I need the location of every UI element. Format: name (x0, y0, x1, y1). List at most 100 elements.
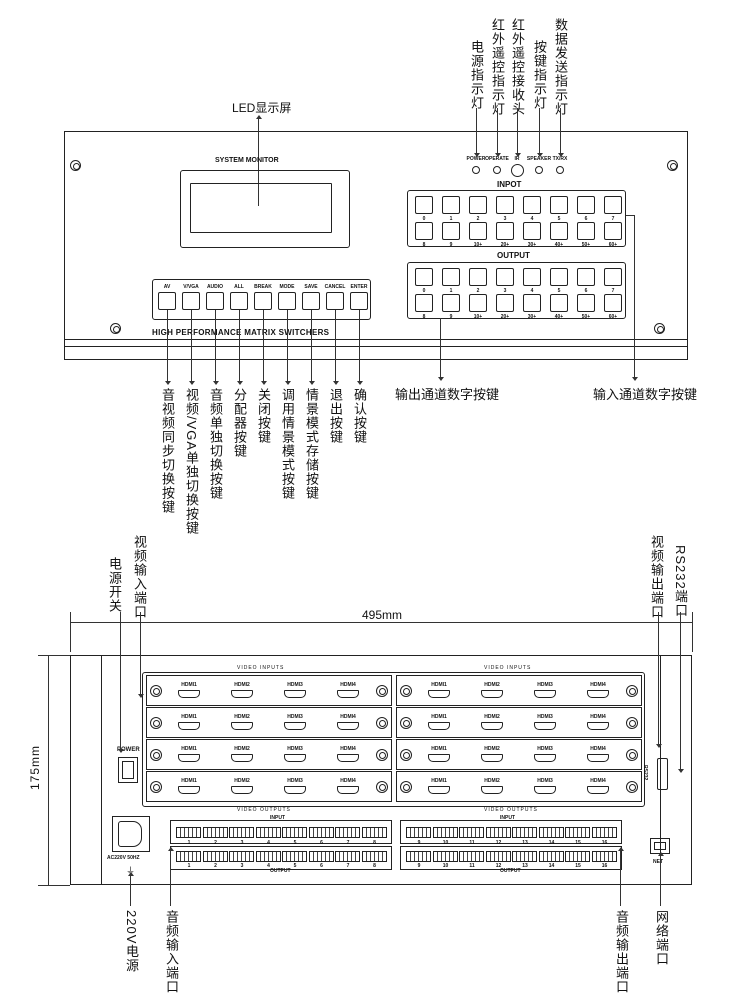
power-switch[interactable] (118, 757, 138, 783)
audio-output-terminal[interactable] (308, 851, 334, 862)
card-thumbscrew-icon[interactable] (400, 749, 412, 761)
hdmi-port[interactable] (428, 786, 450, 794)
hdmi-port[interactable] (284, 722, 306, 730)
hdmi-port[interactable] (337, 786, 359, 794)
audio-output-terminal[interactable] (282, 851, 307, 862)
audio-input-terminal[interactable] (565, 827, 590, 838)
audio-output-terminal[interactable] (512, 851, 537, 862)
hdmi-port[interactable] (284, 754, 306, 762)
function-key-audio[interactable] (206, 292, 224, 310)
card-thumbscrew-icon[interactable] (400, 685, 412, 697)
hdmi-port[interactable] (337, 754, 359, 762)
hdmi-port[interactable] (428, 754, 450, 762)
hdmi-port[interactable] (178, 786, 200, 794)
output-key-9[interactable] (442, 294, 460, 312)
hdmi-port[interactable] (587, 786, 609, 794)
input-key-4[interactable] (523, 196, 541, 214)
rs232-port[interactable] (657, 758, 668, 790)
input-key-0[interactable] (415, 196, 433, 214)
output-key-20+[interactable] (496, 294, 514, 312)
card-thumbscrew-icon[interactable] (376, 781, 388, 793)
audio-input-terminal[interactable] (591, 827, 617, 838)
output-key-60+[interactable] (604, 294, 622, 312)
hdmi-port[interactable] (587, 690, 609, 698)
hdmi-port[interactable] (587, 722, 609, 730)
output-key-0[interactable] (415, 268, 433, 286)
function-key-cancel[interactable] (326, 292, 344, 310)
hdmi-port[interactable] (284, 690, 306, 698)
hdmi-port[interactable] (178, 722, 200, 730)
hdmi-port[interactable] (231, 722, 253, 730)
hdmi-port[interactable] (231, 786, 253, 794)
audio-input-terminal[interactable] (361, 827, 387, 838)
hdmi-port[interactable] (428, 722, 450, 730)
card-thumbscrew-icon[interactable] (150, 781, 162, 793)
input-key-8[interactable] (415, 222, 433, 240)
function-key-mode[interactable] (278, 292, 296, 310)
input-key-10+[interactable] (469, 222, 487, 240)
audio-input-terminal[interactable] (308, 827, 334, 838)
card-thumbscrew-icon[interactable] (150, 685, 162, 697)
input-key-7[interactable] (604, 196, 622, 214)
output-key-6[interactable] (577, 268, 595, 286)
hdmi-port[interactable] (481, 690, 503, 698)
audio-output-terminal[interactable] (335, 851, 360, 862)
card-thumbscrew-icon[interactable] (400, 717, 412, 729)
hdmi-port[interactable] (337, 690, 359, 698)
audio-input-terminal[interactable] (335, 827, 360, 838)
function-key-all[interactable] (230, 292, 248, 310)
audio-input-terminal[interactable] (432, 827, 458, 838)
audio-output-terminal[interactable] (202, 851, 228, 862)
function-key-save[interactable] (302, 292, 320, 310)
card-thumbscrew-icon[interactable] (376, 685, 388, 697)
output-key-30+[interactable] (523, 294, 541, 312)
audio-input-terminal[interactable] (202, 827, 228, 838)
audio-output-terminal[interactable] (538, 851, 564, 862)
ac-power-socket[interactable] (112, 816, 150, 852)
audio-input-terminal[interactable] (485, 827, 511, 838)
audio-output-terminal[interactable] (176, 851, 201, 862)
output-key-4[interactable] (523, 268, 541, 286)
audio-input-terminal[interactable] (255, 827, 281, 838)
hdmi-port[interactable] (534, 722, 556, 730)
audio-input-terminal[interactable] (459, 827, 484, 838)
hdmi-port[interactable] (534, 690, 556, 698)
input-key-60+[interactable] (604, 222, 622, 240)
card-thumbscrew-icon[interactable] (150, 749, 162, 761)
card-thumbscrew-icon[interactable] (376, 749, 388, 761)
card-thumbscrew-icon[interactable] (626, 717, 638, 729)
audio-input-terminal[interactable] (512, 827, 537, 838)
audio-input-terminal[interactable] (406, 827, 431, 838)
input-key-2[interactable] (469, 196, 487, 214)
hdmi-port[interactable] (178, 754, 200, 762)
input-key-9[interactable] (442, 222, 460, 240)
function-key-break[interactable] (254, 292, 272, 310)
hdmi-port[interactable] (337, 722, 359, 730)
hdmi-port[interactable] (231, 754, 253, 762)
audio-output-terminal[interactable] (229, 851, 254, 862)
input-key-5[interactable] (550, 196, 568, 214)
input-key-40+[interactable] (550, 222, 568, 240)
hdmi-port[interactable] (481, 786, 503, 794)
audio-output-terminal[interactable] (406, 851, 431, 862)
audio-input-terminal[interactable] (282, 827, 307, 838)
function-key-v-vga[interactable] (182, 292, 200, 310)
function-key-av[interactable] (158, 292, 176, 310)
hdmi-port[interactable] (481, 722, 503, 730)
hdmi-port[interactable] (284, 786, 306, 794)
card-thumbscrew-icon[interactable] (626, 749, 638, 761)
audio-output-terminal[interactable] (565, 851, 590, 862)
output-key-10+[interactable] (469, 294, 487, 312)
audio-input-terminal[interactable] (229, 827, 254, 838)
audio-output-terminal[interactable] (459, 851, 484, 862)
input-key-6[interactable] (577, 196, 595, 214)
input-key-3[interactable] (496, 196, 514, 214)
audio-output-terminal[interactable] (361, 851, 387, 862)
hdmi-port[interactable] (587, 754, 609, 762)
output-key-40+[interactable] (550, 294, 568, 312)
input-key-1[interactable] (442, 196, 460, 214)
hdmi-port[interactable] (178, 690, 200, 698)
output-key-2[interactable] (469, 268, 487, 286)
card-thumbscrew-icon[interactable] (400, 781, 412, 793)
hdmi-port[interactable] (534, 786, 556, 794)
